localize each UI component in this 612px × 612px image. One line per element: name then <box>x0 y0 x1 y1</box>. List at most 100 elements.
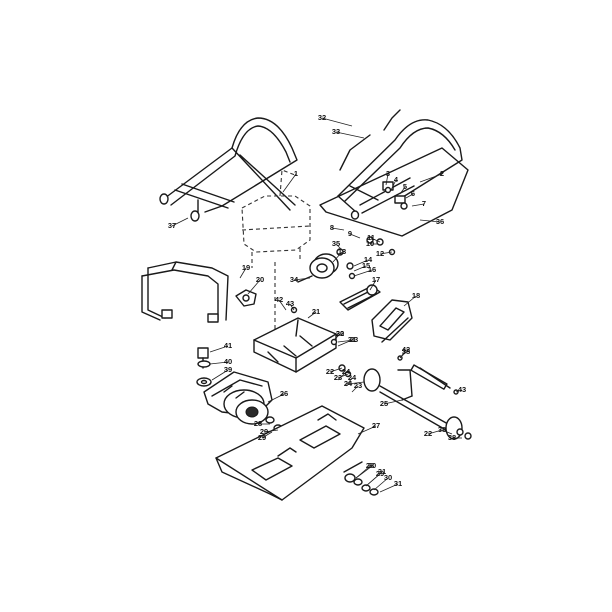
callout-number-3: 3 <box>386 169 390 178</box>
callout-number-43: 43 <box>286 299 294 308</box>
callout-number-27: 27 <box>372 421 380 430</box>
callout-leader-14 <box>353 259 369 267</box>
clamp <box>235 289 257 307</box>
callout-leader-25 <box>383 399 403 405</box>
callout-number-12: 12 <box>376 249 384 258</box>
callout-number-24: 24 <box>344 379 353 388</box>
callout-number-39: 39 <box>224 365 232 374</box>
callout-leader-24 <box>337 371 347 381</box>
callout-leader-7 <box>411 203 425 207</box>
callout-number-41: 41 <box>224 341 232 350</box>
callout-leader-42 <box>399 349 407 359</box>
callout-leader-8 <box>331 227 345 231</box>
callout-leader-18 <box>403 295 417 307</box>
belt-guard <box>371 299 413 343</box>
callout-leader-38 <box>441 429 453 435</box>
callout-number-36: 36 <box>436 217 444 226</box>
callout-leader-17 <box>369 279 377 291</box>
callout-number-6: 6 <box>411 189 415 198</box>
callout-number-43: 43 <box>458 385 466 394</box>
callout-leader-29 <box>263 429 279 433</box>
handle-right-assembly <box>319 109 469 237</box>
callout-number-20: 20 <box>256 275 264 284</box>
callout-number-30: 30 <box>368 461 376 470</box>
callout-number-31: 31 <box>378 467 386 476</box>
callout-leader-22 <box>329 367 343 373</box>
callout-leader-16 <box>353 269 373 277</box>
callout-leader-6 <box>405 193 414 199</box>
callout-leader-1 <box>282 173 297 193</box>
callout-number-31: 31 <box>394 479 402 488</box>
callout-number-26: 26 <box>280 389 288 398</box>
callout-leader-11 <box>370 237 381 243</box>
callout-leader-13 <box>332 251 343 263</box>
callout-number-23: 23 <box>334 373 342 382</box>
callout-number-21: 21 <box>312 307 320 316</box>
callout-leader-3 <box>385 173 389 186</box>
callout-leader-30 <box>333 333 341 341</box>
callout-leader-31 <box>379 483 399 493</box>
callout-leader-29 <box>261 431 273 439</box>
callout-leader-5 <box>399 186 406 195</box>
callout-number-23: 23 <box>350 335 358 344</box>
callout-leader-21 <box>307 311 317 319</box>
callout-number-2: 2 <box>440 169 444 178</box>
callout-leader-42 <box>278 299 287 311</box>
callout-leader-15 <box>353 265 367 272</box>
callout-leader-23 <box>337 373 349 379</box>
callout-leader-40 <box>209 361 229 365</box>
callout-number-42: 42 <box>402 345 410 354</box>
callout-number-7: 7 <box>422 199 426 208</box>
callout-leader-43 <box>455 389 463 393</box>
callout-number-14: 14 <box>364 255 373 264</box>
belt <box>339 284 381 311</box>
callout-leader-4 <box>390 179 397 191</box>
callout-number-22: 22 <box>336 329 344 338</box>
callout-leader-31 <box>337 339 353 347</box>
callout-number-9: 9 <box>348 229 352 238</box>
callout-leader-41 <box>209 345 229 353</box>
callout-leader-30 <box>355 465 373 479</box>
callout-leader-22 <box>427 429 443 435</box>
callout-leader-39 <box>211 369 229 381</box>
callout-leader-19 <box>239 267 247 279</box>
callout-number-24: 24 <box>342 367 351 376</box>
callout-number-28: 28 <box>254 419 262 428</box>
callout-number-38: 38 <box>438 425 446 434</box>
callout-number-18: 18 <box>412 291 420 300</box>
engine-base-plate <box>253 317 337 373</box>
callout-leader-33 <box>335 131 365 139</box>
callout-number-30: 30 <box>384 473 392 482</box>
pulley <box>297 253 339 283</box>
callout-number-40: 40 <box>224 357 232 366</box>
callout-leader-34 <box>293 277 311 281</box>
callout-number-4: 4 <box>394 175 399 184</box>
handle-left <box>159 117 298 222</box>
callout-number-31: 31 <box>348 335 356 344</box>
callout-number-25: 25 <box>380 399 388 408</box>
callout-number-16: 16 <box>368 265 376 274</box>
bolt-stack <box>196 347 212 387</box>
frame-guard <box>141 261 229 323</box>
callout-leader-36 <box>419 219 441 223</box>
rubber-mount <box>343 461 379 496</box>
callout-number-29: 29 <box>258 433 266 442</box>
callout-number-8: 8 <box>330 223 334 232</box>
callout-number-28: 28 <box>366 461 374 470</box>
callout-number-15: 15 <box>362 261 370 270</box>
callout-number-11: 11 <box>367 233 375 242</box>
engine-outline <box>241 169 311 330</box>
callout-leader-30 <box>373 477 389 491</box>
callout-leader-24 <box>347 381 365 385</box>
callout-leader-27 <box>357 425 377 435</box>
callout-number-10: 10 <box>366 239 374 248</box>
callout-number-35: 35 <box>332 239 340 248</box>
callout-number-23: 23 <box>354 381 362 390</box>
callout-number-32: 32 <box>318 113 326 122</box>
callout-leader-43 <box>289 303 295 311</box>
callout-leader-20 <box>247 279 261 295</box>
callout-leader-31 <box>365 471 383 487</box>
